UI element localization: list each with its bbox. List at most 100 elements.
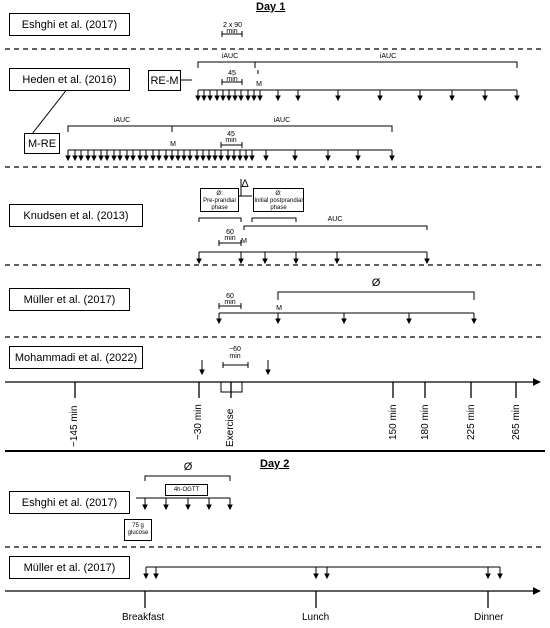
knudsen-60-1: 60 [226,229,234,236]
sample-arrow-head [251,95,257,102]
eshghi-duration-bar [221,31,243,37]
sample-arrow-head [194,155,200,162]
knudsen-meal: M [241,238,247,245]
sample-arrow-head [207,95,213,102]
sample-arrow-head [313,573,319,580]
sample-arrow-head [196,258,202,265]
preprandial-line-3: phase [211,205,228,211]
sample-arrow-head [117,155,123,162]
meal-label-dinner: Dinner [474,612,504,623]
sample-arrow-head [163,504,169,511]
axis-label-150: 150 min [388,404,399,440]
study-box-eshghi-day2: Eshghi et al. (2017) [9,491,130,514]
sample-arrow-head [175,155,181,162]
heden-mre-45-2: min [225,137,237,144]
sample-arrow-head [225,155,231,162]
mohammadi-arrows [199,362,271,376]
study-box-muller-day1: Müller et al. (2017) [9,288,130,311]
mohammadi-60-1: ~60 [229,346,241,353]
eshghi-day2-arrows [142,498,233,511]
sample-arrow-head [257,95,263,102]
knudsen-postprandial-box: Ø: Initial postprandial phase [253,188,304,212]
study-box-eshghi-day1: Eshghi et al. (2017) [9,13,130,36]
sample-arrow-head [341,318,347,325]
eshghi-duration-label-2: min [226,28,238,35]
sample-arrow-head [169,155,175,162]
sample-arrow-head [143,573,149,580]
sample-arrow-head [293,258,299,265]
axis-label-265: 265 min [511,404,522,440]
heden-mre-iauc-2: iAUC [273,117,291,124]
sample-arrow-head [377,95,383,102]
sample-arrow-head [325,155,331,162]
sample-arrow-head [111,155,117,162]
muller-day1-arrows [216,313,477,325]
sample-arrow-head [137,155,143,162]
heden-rem-meal: M [256,81,262,88]
eshghi2-null: Ø [183,461,193,473]
sample-arrow-head [206,155,212,162]
condition-box-re-m: RE-M [148,70,181,91]
heden-rem-iauc-2: iAUC [379,53,397,60]
study-box-knudsen: Knudsen et al. (2013) [9,204,143,227]
sample-arrow-head [206,504,212,511]
sample-arrow-head [181,155,187,162]
meal-label-lunch: Lunch [302,612,330,623]
sample-arrow-head [471,318,477,325]
preprandial-line-1: Ø: [216,191,223,197]
sample-arrow-head [214,95,220,102]
sample-arrow-head [263,155,269,162]
sample-arrow-head [156,155,162,162]
sample-arrow-head [150,155,156,162]
day2-heading: Day 2 [260,458,290,470]
sample-arrow-head [227,504,233,511]
day1-heading: Day 1 [256,1,286,13]
mohammadi-60-2: min [229,353,241,360]
sample-arrow-head [98,155,104,162]
sample-arrow-head [72,155,78,162]
sample-arrow-head [65,155,71,162]
sample-arrow-head [265,369,271,376]
axis-label-225: 225 min [466,404,477,440]
sample-arrow-head [424,258,430,265]
sample-arrow-head [249,155,255,162]
heden-mre-meal: M [170,141,176,148]
knudsen-delta: Δ [241,178,249,190]
heden-mre-iauc-1: iAUC [113,117,131,124]
sample-arrow-head [482,95,488,102]
sample-arrow-head [153,573,159,580]
sample-arrow-head [497,573,503,580]
sample-arrow-head [231,155,237,162]
sample-arrow-head [449,95,455,102]
ogtt-box: 4h-OGTT [165,484,208,496]
sample-arrow-head [238,258,244,265]
glucose-box: 75 g glucose [124,519,152,541]
sample-arrow-head [142,504,148,511]
sample-arrow-head [163,155,169,162]
study-box-heden: Heden et al. (2016) [9,68,130,91]
axis-label-180: 180 min [420,404,431,440]
sample-arrow-head [91,155,97,162]
knudsen-60-2: min [224,235,236,242]
sample-arrow-head [406,318,412,325]
day2-axis-ticks [144,591,489,608]
condition-box-m-re: M-RE [24,133,60,154]
sample-arrow-head [232,95,238,102]
sample-arrow-head [292,155,298,162]
muller1-meal: M [276,305,282,312]
sample-arrow-head [355,155,361,162]
sample-arrow-head [218,155,224,162]
sample-arrow-head [226,95,232,102]
heden-mre-45-1: 45 [227,131,235,138]
muller1-60-2: min [224,299,236,306]
sample-arrow-head [389,155,395,162]
sample-arrow-head [514,95,520,102]
postprandial-line-3: phase [270,205,287,211]
postprandial-line-2: Initial postprandial [254,198,303,204]
heden-mre-arrows [65,150,395,162]
muller-day1-timeline [218,291,475,314]
mohammadi-markers [201,360,269,393]
postprandial-line-1: Ø: [275,191,282,197]
sample-arrow-head [275,318,281,325]
sample-arrow-head [85,155,91,162]
